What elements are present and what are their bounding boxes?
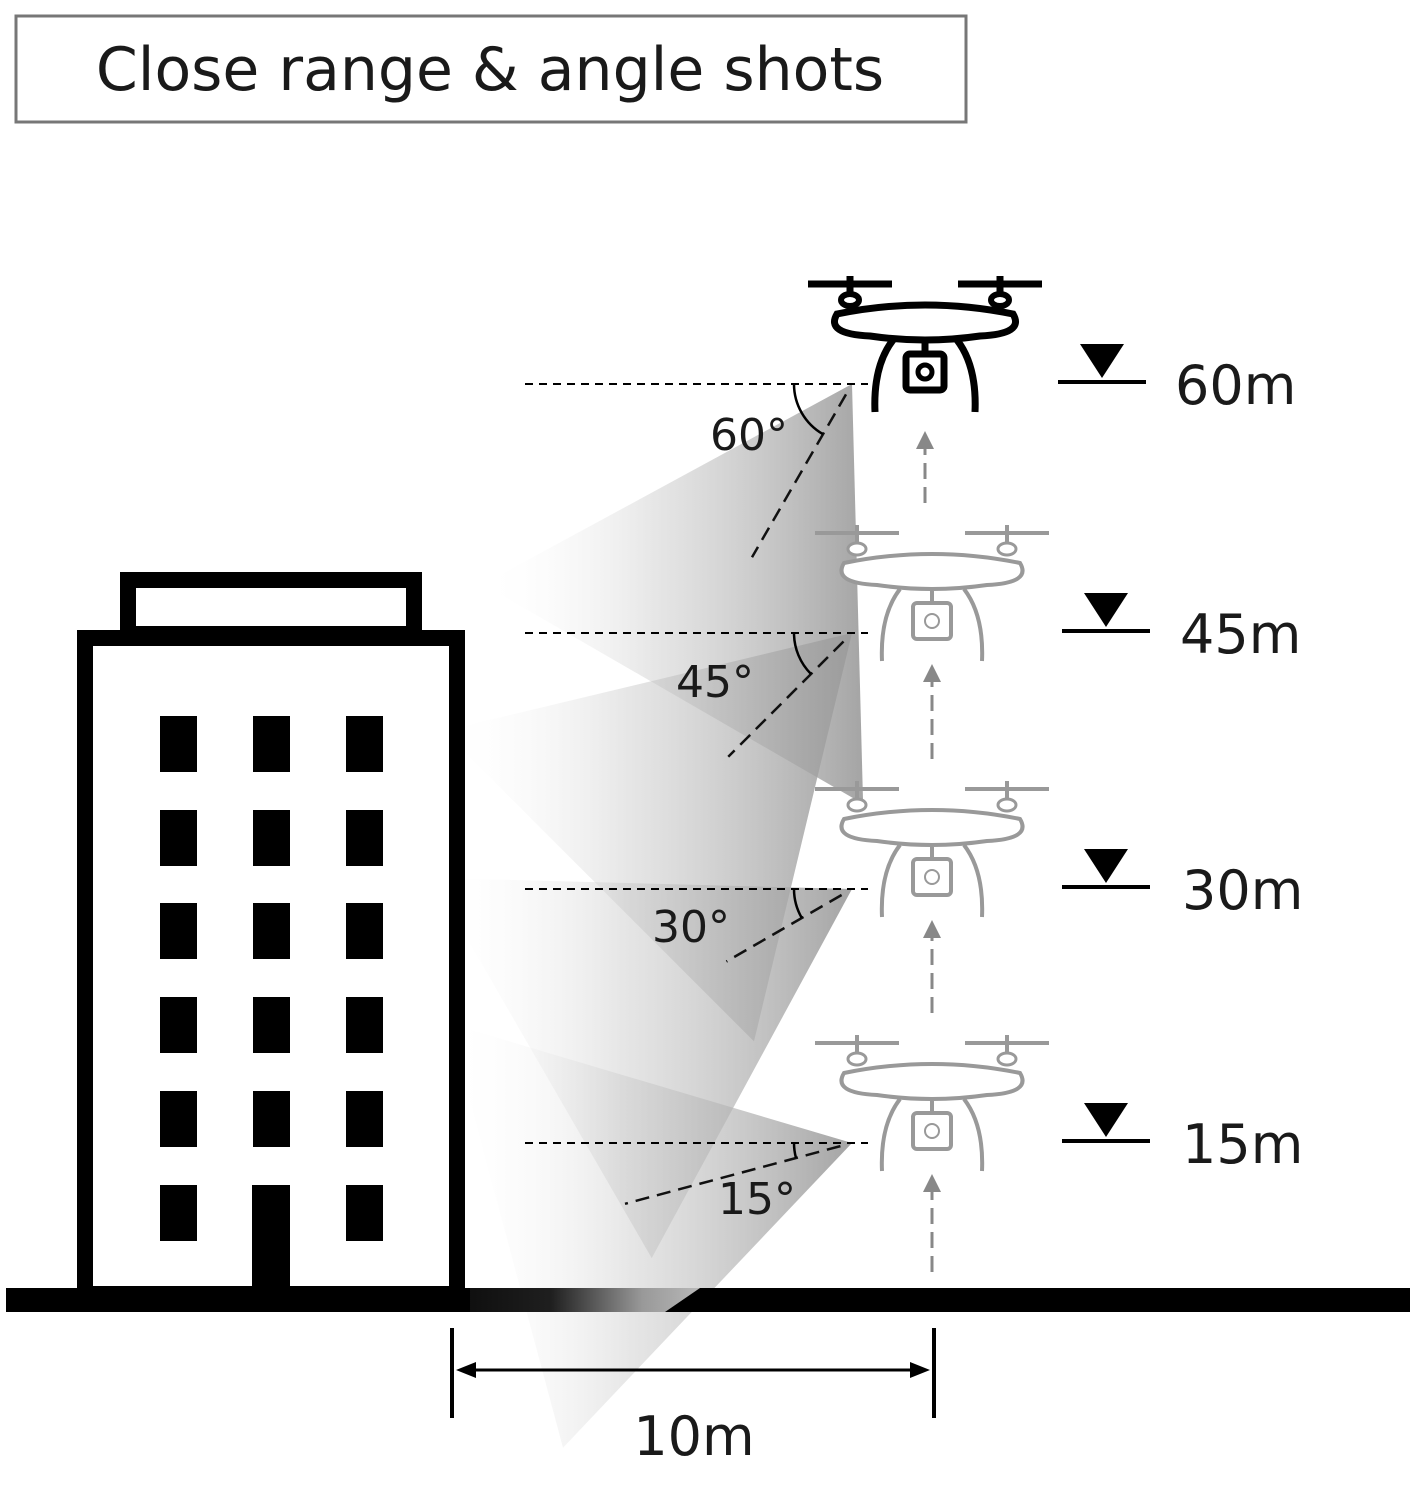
distance-label: 10m (633, 1405, 754, 1468)
level-marker-icon (1062, 593, 1150, 633)
building-window (160, 997, 197, 1053)
building-window (346, 1091, 383, 1147)
camera-axis-line (725, 893, 843, 963)
building-window (160, 810, 197, 866)
building-window (346, 997, 383, 1053)
diagram-title: Close range & angle shots (96, 35, 884, 105)
drone-icon (815, 525, 1049, 662)
building-window (160, 903, 197, 959)
drones (808, 276, 1049, 1172)
altitude-label: 30m (1182, 859, 1303, 922)
angle-geometry: 60° 45° 30° 15° (525, 383, 868, 1225)
drone-icon (808, 276, 1042, 413)
level-marker-icon (1062, 1103, 1150, 1143)
angle-label: 15° (718, 1174, 796, 1225)
building-window (253, 716, 290, 772)
angle-arc (792, 888, 803, 919)
angle-arc (792, 632, 812, 675)
angle-arc (792, 1142, 798, 1159)
fov-wedge (449, 1023, 852, 1448)
ground-shadow (470, 1288, 700, 1312)
distance-dimension: 10m (450, 1328, 936, 1468)
level-marker-icon (1058, 344, 1146, 384)
drone-icon (815, 781, 1049, 918)
title-box: Close range & angle shots (14, 14, 968, 124)
fov-wedge (432, 877, 852, 1259)
building-window (253, 810, 290, 866)
altitude-label: 60m (1175, 354, 1296, 417)
building-window (253, 997, 290, 1053)
building-window (160, 1091, 197, 1147)
building-door (252, 1185, 290, 1290)
building-icon (77, 572, 465, 1302)
building-windows (160, 716, 383, 1241)
angle-label: 60° (710, 410, 788, 461)
ascent-arrows (916, 431, 941, 1272)
building-window (346, 903, 383, 959)
building-window (346, 1185, 383, 1241)
drone-icon (815, 1035, 1049, 1172)
altitude-markers: 60m 45m 30m 15m (1058, 344, 1303, 1176)
building-window (253, 903, 290, 959)
angle-arc (792, 383, 824, 436)
building-window (160, 716, 197, 772)
angle-label: 45° (676, 657, 754, 708)
angle-label: 30° (652, 902, 730, 953)
altitude-label: 45m (1180, 603, 1301, 666)
camera-axis-line (624, 1144, 841, 1206)
camera-axis-line (727, 640, 845, 758)
level-marker-icon (1062, 849, 1150, 889)
altitude-label: 15m (1182, 1113, 1303, 1176)
building-window (160, 1185, 197, 1241)
building-window (346, 810, 383, 866)
camera-axis-line (750, 393, 848, 558)
building-window (253, 1091, 290, 1147)
building-window (346, 716, 383, 772)
